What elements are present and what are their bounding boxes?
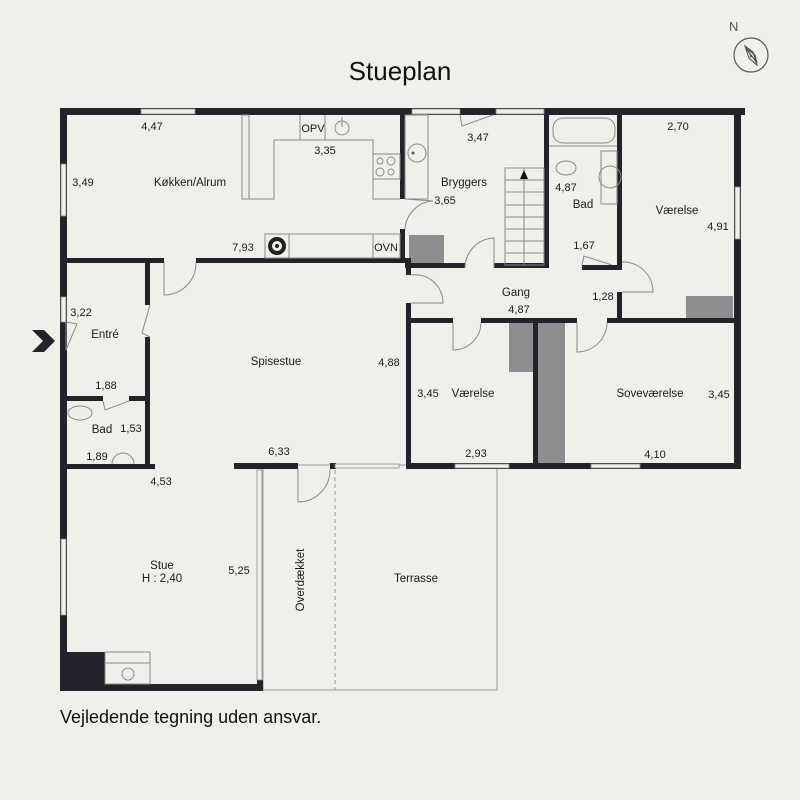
room-label-hall: Gang xyxy=(502,287,530,299)
living-ceiling-height: H : 2,40 xyxy=(142,573,182,585)
fridge-label: OPV xyxy=(301,123,325,135)
dim-bath-north-1: 4,87 xyxy=(555,182,576,194)
dim-kitchen-3: 3,35 xyxy=(314,145,335,157)
room-label-utility: Bryggers xyxy=(441,177,487,189)
dim-hall-1: 4,87 xyxy=(508,304,529,316)
dim-utility-1: 3,47 xyxy=(467,132,488,144)
kitchen-fixtures xyxy=(241,114,401,259)
room-label-dining: Spisestue xyxy=(251,356,302,368)
dim-room-s-2: 2,93 xyxy=(465,448,486,460)
dim-kitchen-2: 3,49 xyxy=(72,177,93,189)
windows xyxy=(60,108,741,681)
dim-kitchen-4: 7,93 xyxy=(232,242,253,254)
dim-entry-1: 3,22 xyxy=(70,307,91,319)
dim-kitchen-1: 4,47 xyxy=(141,121,162,133)
room-label-bedroom: Soveværelse xyxy=(616,388,683,400)
doors xyxy=(65,114,654,503)
room-label-room-s: Værelse xyxy=(452,388,495,400)
dim-bedroom-1: 3,45 xyxy=(708,389,729,401)
room-label-bath-west: Bad xyxy=(92,424,112,436)
bath-north-fixtures xyxy=(549,117,622,205)
dim-hall-2: 1,28 xyxy=(592,291,613,303)
room-label-room-ne: Værelse xyxy=(656,205,699,217)
dim-room-ne-2: 4,91 xyxy=(707,221,728,233)
room-label-entry: Entré xyxy=(91,329,119,341)
dim-bath-west-1: 1,53 xyxy=(120,423,141,435)
dim-utility-2: 3,65 xyxy=(434,195,455,207)
room-label-covered: Overdækket xyxy=(295,548,307,611)
oven-label: OVN xyxy=(374,242,398,254)
dim-dining-1: 4,88 xyxy=(378,357,399,369)
page-title: Stueplan xyxy=(348,56,452,86)
room-label-bath-north: Bad xyxy=(573,199,593,211)
compass-icon xyxy=(733,37,769,73)
dim-entry-2: 1,88 xyxy=(95,380,116,392)
dim-dining-2: 6,33 xyxy=(268,446,289,458)
shafts xyxy=(409,235,733,466)
dim-living-2: 5,25 xyxy=(228,565,249,577)
dim-living-1: 4,53 xyxy=(150,476,171,488)
compass-north-label: N xyxy=(729,19,739,34)
room-label-living: Stue xyxy=(150,560,174,572)
dim-bath-north-2: 1,67 xyxy=(573,240,594,252)
bath-west-fixtures xyxy=(67,405,135,465)
dim-room-s-1: 3,45 xyxy=(417,388,438,400)
dim-bedroom-2: 4,10 xyxy=(644,449,665,461)
dim-room-ne-1: 2,70 xyxy=(667,121,688,133)
room-label-kitchen: Køkken/Alrum xyxy=(154,177,226,189)
walls xyxy=(60,108,745,691)
living-fixtures xyxy=(104,651,151,685)
utility-fixtures xyxy=(404,114,545,266)
disclaimer-text: Vejledende tegning uden ansvar. xyxy=(60,707,322,727)
room-label-terrace: Terrasse xyxy=(394,573,438,585)
entrance-arrow-icon xyxy=(32,330,55,352)
dim-bath-west-2: 1,89 xyxy=(86,451,107,463)
